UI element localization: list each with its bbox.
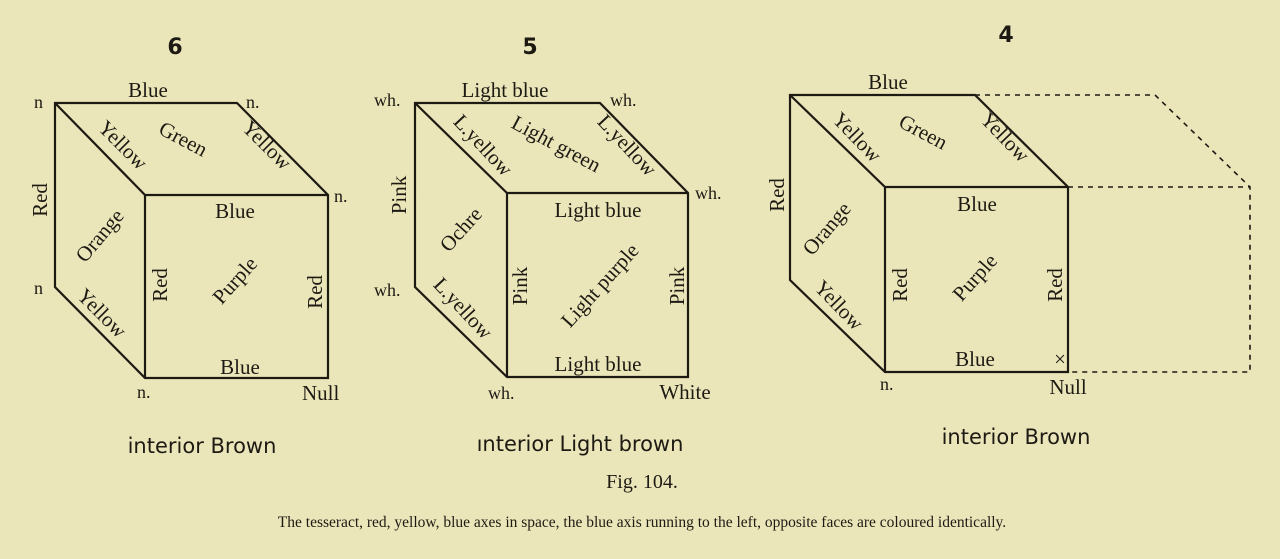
edge-label: Blue [955,347,995,371]
edge-label: Yellow [828,107,887,167]
corner-label: wh. [695,183,722,203]
corner-label: n. [137,382,151,402]
face-label: Purple [948,249,1003,306]
figure-label: Fig. 104. [606,471,678,493]
caption: The tesseract, red, yellow, blue axes in… [278,514,1006,531]
face-label: Purple [208,252,263,309]
corner-label: wh. [374,90,401,110]
edge-label: Blue [215,199,255,223]
face-label: Ochre [435,202,487,256]
edge-label: Light blue [555,352,642,376]
cube-4: 4 Blue n. Null × Yellow Yellow Red Yello… [765,23,1251,449]
edge-label: Yellow [93,115,153,175]
corner-label: n. [246,92,260,112]
corner-label: n. [334,186,348,206]
edge-label: Pink [508,266,532,305]
cube-5: 5 Light blue wh. wh. wh. wh. wh. White L… [374,35,722,456]
edge-label: Blue [220,355,260,379]
corner-label: n [34,92,43,112]
cube-edges [53,101,330,380]
edge-label: Pink [665,266,689,305]
corner-label: wh. [374,280,401,300]
face-label: Orange [71,204,129,267]
corner-label: n. [880,374,894,394]
interior-label: interior Brown [128,434,277,458]
edge-label: Red [148,268,172,302]
face-label: Light green [508,110,606,177]
cube-6: 6 Blue n n. n. n n. Null Yellow Yellow R… [28,35,348,458]
edge-label: Light blue [555,198,642,222]
face-label: Orange [798,197,856,260]
x-mark: × [1054,347,1066,371]
corner-label: wh. [488,383,515,403]
cube-edges [413,101,690,379]
corner-label: Null [302,381,340,405]
edge-label: Red [303,275,327,309]
edge-label: Light blue [462,78,549,102]
edge-label: Blue [128,78,168,102]
figure-number: 5 [522,35,537,60]
corner-label: wh. [610,90,637,110]
edge-label: Red [28,183,52,217]
edge-label: Blue [957,192,997,216]
hidden-edges [975,94,1251,373]
edge-label: Red [888,268,912,302]
figure-number: 4 [998,23,1013,48]
edge-label: Red [765,178,789,212]
corner-label: Null [1049,375,1087,399]
edge-label: Blue [868,70,908,94]
edge-label: Pink [387,175,411,214]
corner-label: n [34,278,43,298]
edge-label: L.yellow [593,110,662,182]
figure-number: 6 [167,35,182,60]
face-label: Green [895,109,952,155]
edge-label: Yellow [237,115,297,175]
face-label: Green [155,116,212,162]
edge-label: Red [1043,268,1067,302]
face-label: Light purple [556,238,644,332]
edge-label: Yellow [976,107,1035,167]
corner-label: White [659,380,710,404]
interior-label: ınterior Light brown [477,432,684,456]
interior-label: interior Brown [942,425,1091,449]
